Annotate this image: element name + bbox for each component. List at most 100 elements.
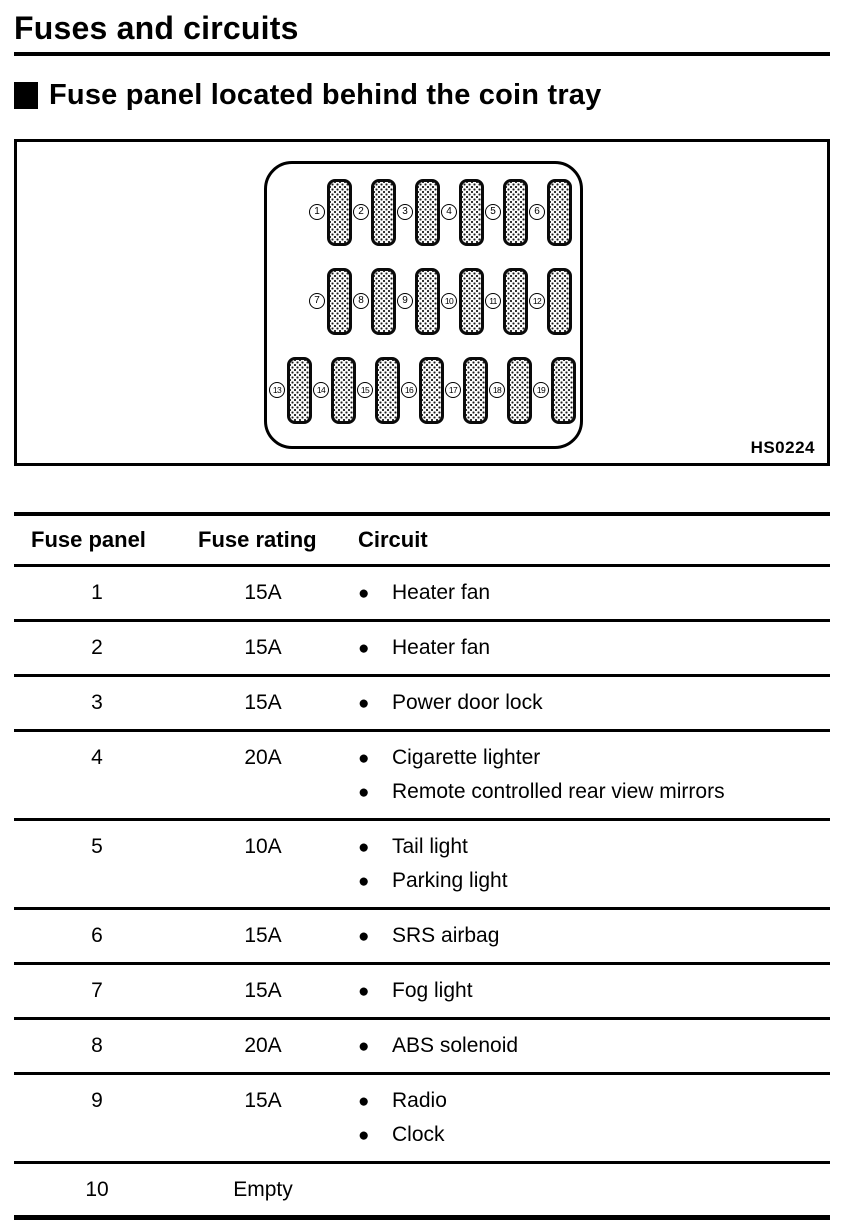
table-row: 6 15A ●SRS airbag	[14, 910, 830, 965]
fuse-slot: 18	[489, 356, 533, 424]
circuit-cell: ●Power door lock	[358, 687, 830, 720]
fuse-number-badge: 13	[269, 382, 285, 399]
fuse-panel-figure: 1 2 3 4 5 6 7 8 9 10 11 12 13 14 15 16 1…	[14, 138, 830, 466]
fuse-icon	[327, 178, 352, 246]
fuse-slot: 14	[313, 356, 357, 424]
figure-code: HS0224	[750, 437, 815, 457]
circuit-cell: ●Cigarette lighter ●Remote controlled re…	[358, 742, 830, 809]
fuse-panel-cell: 10	[85, 1177, 109, 1201]
fuse-icon	[371, 178, 396, 246]
circuit-item: ● Tail light	[358, 831, 830, 864]
fuse-slot: 13	[269, 356, 313, 424]
circuit-item: ●ABS solenoid	[358, 1030, 830, 1063]
circuit-label: Power door lock	[392, 690, 543, 714]
circuit-item: ●Cigarette lighter	[358, 742, 830, 775]
fuse-number-badge: 4	[441, 204, 457, 221]
fuse-icon	[459, 178, 484, 246]
fuse-panel-cell: 2	[91, 635, 103, 659]
fuse-number-badge: 3	[397, 204, 413, 221]
table-row: 2 15A ●Heater fan	[14, 622, 830, 677]
bullet-icon: ●	[358, 781, 370, 803]
fuse-slot: 15	[357, 356, 401, 424]
fuse-panel-cell: 1	[91, 580, 103, 604]
fuse-slot: 19	[533, 356, 577, 424]
section-marker-icon	[14, 81, 38, 109]
fuse-icon	[375, 356, 400, 424]
fuse-number-badge: 12	[529, 293, 545, 310]
fuse-slot: 3	[397, 178, 441, 246]
circuit-item: ●Heater fan	[358, 632, 830, 665]
circuit-cell: ● Tail light ● Parking light	[358, 831, 830, 898]
fuse-icon	[415, 178, 440, 246]
fuse-slot: 7	[309, 267, 353, 335]
section-heading-row: Fuse panel located behind the coin tray	[14, 79, 830, 112]
fuse-icon	[463, 356, 488, 424]
fuse-slot: 9	[397, 267, 441, 335]
fuse-rating-cell: 15A	[244, 923, 282, 947]
fuse-number-badge: 19	[533, 382, 549, 399]
fuse-rating-cell: 10A	[244, 834, 282, 858]
fuse-rating-cell: 15A	[244, 978, 282, 1002]
fuse-number-badge: 18	[489, 382, 505, 399]
circuit-label: Tail light	[392, 834, 468, 858]
fuse-number-badge: 6	[529, 204, 545, 221]
header-fuse-rating: Fuse rating	[198, 526, 317, 552]
circuit-item: ●SRS airbag	[358, 920, 830, 953]
circuit-item: ●Remote controlled rear view mirrors	[358, 776, 830, 809]
fuse-panel-cell: 5	[91, 834, 103, 858]
fuse-panel-diagram: 1 2 3 4 5 6 7 8 9 10 11 12 13 14 15 16 1…	[264, 160, 583, 449]
bullet-icon: ●	[358, 836, 370, 858]
table-row: 8 20A ●ABS solenoid	[14, 1020, 830, 1075]
fuse-slot: 17	[445, 356, 489, 424]
fuse-icon	[547, 178, 572, 246]
fuse-panel-cell: 4	[91, 745, 103, 769]
fuse-icon	[331, 356, 356, 424]
table-row: 10 Empty	[14, 1164, 830, 1215]
fuse-icon	[547, 267, 572, 335]
fuse-icon	[503, 267, 528, 335]
circuit-label: Parking light	[392, 868, 508, 892]
circuit-label: Clock	[392, 1122, 445, 1146]
circuit-item: ●Radio	[358, 1085, 830, 1118]
circuit-cell: ●Heater fan	[358, 632, 830, 665]
circuit-label: Heater fan	[392, 635, 491, 659]
fuse-rating-cell: 15A	[244, 635, 282, 659]
fuse-number-badge: 17	[445, 382, 461, 399]
fuse-rating-cell: 15A	[244, 580, 282, 604]
fuse-number-badge: 10	[441, 293, 457, 310]
circuit-cell: ●SRS airbag	[358, 920, 830, 953]
circuit-cell: ●ABS solenoid	[358, 1030, 830, 1063]
fuse-number-badge: 2	[353, 204, 369, 221]
fuse-slot: 5	[485, 178, 529, 246]
fuse-slot: 8	[353, 267, 397, 335]
table-row: 3 15A ●Power door lock	[14, 677, 830, 732]
table-row: 5 10A ● Tail light ● Parking light	[14, 821, 830, 910]
page-title: Fuses and circuits	[14, 10, 299, 46]
fuse-panel-cell: 3	[91, 690, 103, 714]
fuse-slot: 1	[309, 178, 353, 246]
fuse-panel-cell: 7	[91, 978, 103, 1002]
circuit-item: ●Power door lock	[358, 687, 830, 720]
circuit-label: SRS airbag	[392, 923, 500, 947]
bullet-icon: ●	[358, 870, 370, 892]
circuit-item: ●Heater fan	[358, 577, 830, 610]
fuse-row-bottom: 13 14 15 16 17 18 19	[267, 356, 580, 424]
circuit-cell: ●Fog light	[358, 975, 830, 1008]
table-row: 7 15A ●Fog light	[14, 965, 830, 1020]
circuit-item: ●Fog light	[358, 975, 830, 1008]
fuse-number-badge: 7	[309, 293, 325, 310]
header-fuse-panel: Fuse panel	[31, 526, 146, 552]
fuse-slot: 12	[529, 267, 573, 335]
fuse-panel-cell: 6	[91, 923, 103, 947]
fuse-icon	[459, 267, 484, 335]
circuit-label: Cigarette lighter	[392, 745, 541, 769]
fuse-slot: 4	[441, 178, 485, 246]
bullet-icon: ●	[358, 980, 370, 1002]
circuit-label: ABS solenoid	[392, 1033, 519, 1057]
fuse-panel-cell: 8	[91, 1033, 103, 1057]
fuse-icon	[287, 356, 312, 424]
table-row: 9 15A ●Radio ●Clock	[14, 1075, 830, 1164]
fuse-number-badge: 16	[401, 382, 417, 399]
circuit-cell: ●Radio ●Clock	[358, 1085, 830, 1152]
